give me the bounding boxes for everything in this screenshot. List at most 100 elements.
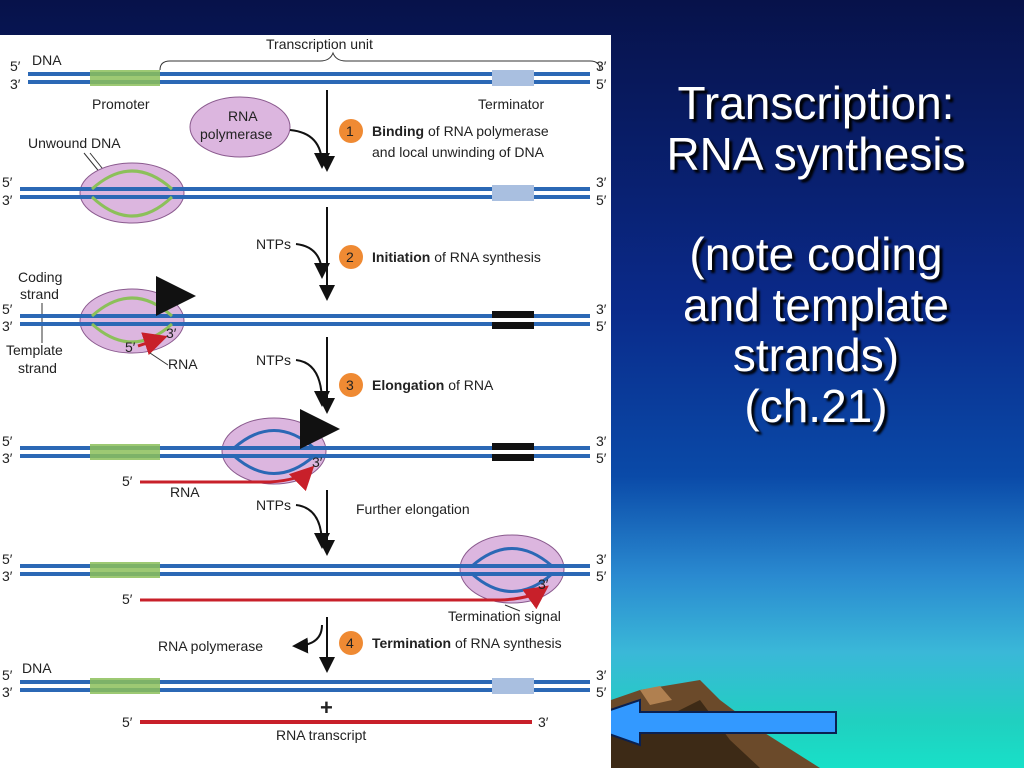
pointer-line — [504, 604, 521, 612]
unwound-bubble — [90, 169, 174, 191]
rna-label: RNA — [168, 356, 198, 372]
three-prime-label: 3′ — [596, 174, 607, 190]
ntp-arrow — [295, 243, 330, 279]
dna-label: DNA — [32, 52, 62, 68]
title-spacer — [616, 179, 1016, 229]
plus-sign: + — [320, 695, 333, 720]
rna-strand — [137, 332, 168, 356]
rna-polymerase-release-label: RNA polymerase — [158, 638, 263, 654]
mountain-highlight — [640, 686, 672, 705]
five-prime-label: 5′ — [122, 714, 133, 730]
promoter-label: Promoter — [92, 96, 150, 112]
unwound-dna-label: Unwound DNA — [28, 135, 121, 151]
three-prime-label: 3′ — [596, 301, 607, 317]
five-prime-label: 5′ — [596, 450, 607, 466]
step-2-number: 2 — [346, 249, 354, 265]
five-prime-label: 5′ — [596, 192, 607, 208]
step-1-text-line2: and local unwinding of DNA — [372, 144, 545, 160]
rna-polymerase — [189, 96, 291, 158]
five-prime-label: 5′ — [596, 568, 607, 584]
step-3-text: Elongation of RNA — [372, 377, 494, 393]
dna-strand-top — [20, 680, 590, 684]
three-prime-label: 3′ — [10, 76, 21, 92]
promoter-region — [90, 562, 160, 578]
step-arrow — [289, 129, 330, 169]
rna-polymerase-label: RNA — [228, 108, 258, 124]
three-prime-label: 3′ — [596, 667, 607, 683]
five-prime-label: 5′ — [596, 76, 607, 92]
rna-transcript-label: RNA transcript — [276, 727, 366, 743]
rna-label: RNA — [170, 484, 200, 500]
template-strand-label: strand — [18, 360, 57, 376]
step-2-badge — [339, 245, 363, 269]
ntps-label: NTPs — [256, 352, 291, 368]
terminator-label: Terminator — [478, 96, 544, 112]
dna-strand-top — [20, 564, 590, 568]
three-prime-label: 3′ — [596, 58, 607, 74]
terminator-gap — [492, 450, 534, 454]
five-prime-label: 5′ — [122, 473, 133, 489]
step-1-badge — [339, 119, 363, 143]
five-prime-label: 5′ — [10, 58, 21, 74]
slide-note: (note coding — [689, 228, 943, 281]
slide-note: strands) — [732, 329, 900, 382]
five-prime-label: 5′ — [2, 174, 13, 190]
slide-note: and template — [683, 278, 949, 331]
coding-strand-label: strand — [20, 286, 59, 302]
step-1-number: 1 — [346, 123, 354, 139]
slide-note: (ch.21) — [744, 379, 888, 432]
five-prime-label: 5′ — [596, 684, 607, 700]
further-elongation-label: Further elongation — [356, 501, 470, 517]
step-3-badge — [339, 373, 363, 397]
three-prime-label: 3′ — [166, 325, 177, 341]
three-prime-label: 3′ — [312, 454, 323, 470]
unwound-bubble — [471, 547, 553, 568]
five-prime-label: 5′ — [2, 551, 13, 567]
dna-label: DNA — [22, 660, 52, 676]
three-prime-label: 3′ — [538, 714, 549, 730]
promoter-region — [90, 70, 160, 86]
three-prime-label: 3′ — [596, 433, 607, 449]
ntps-label: NTPs — [256, 236, 291, 252]
terminator-region — [492, 678, 534, 694]
rna-transcript — [140, 720, 532, 724]
dna-strand-bottom — [20, 454, 590, 458]
slide-title: Transcription: — [677, 77, 955, 129]
dna-strand-bottom — [20, 195, 590, 199]
step-4-number: 4 — [346, 635, 354, 651]
three-prime-label: 3′ — [596, 551, 607, 567]
dna-strand-top — [20, 187, 590, 191]
slide-title: RNA synthesis — [666, 127, 966, 180]
three-prime-label: 3′ — [538, 576, 549, 592]
five-prime-label: 5′ — [122, 591, 133, 607]
five-prime-label: 5′ — [2, 433, 13, 449]
five-prime-label: 5′ — [596, 318, 607, 334]
dna-strand-bottom — [28, 80, 590, 84]
transcription-diagram: Transcription unit 5′ 3′ DNA 3′ 5′ Promo… — [2, 36, 607, 743]
five-prime-label: 5′ — [2, 301, 13, 317]
three-prime-label: 3′ — [2, 318, 13, 334]
unwound-bubble — [471, 572, 553, 593]
step-4-badge — [339, 631, 363, 655]
transcription-figure: Transcription unit 5′ 3′ DNA 3′ 5′ Promo… — [0, 35, 611, 768]
three-prime-label: 3′ — [2, 568, 13, 584]
five-prime-label: 5′ — [125, 339, 136, 355]
terminator-region — [492, 185, 534, 201]
step-4-text: Termination of RNA synthesis — [372, 635, 562, 651]
five-prime-label: 5′ — [2, 667, 13, 683]
three-prime-label: 3′ — [2, 684, 13, 700]
three-prime-label: 3′ — [2, 192, 13, 208]
rna-polymerase-label: polymerase — [200, 126, 273, 142]
pointer-line — [149, 352, 169, 366]
coding-strand-label: Coding — [18, 269, 62, 285]
dna-strand-top — [20, 314, 590, 318]
ntp-arrow — [295, 504, 330, 549]
step-2-text: Initiation of RNA synthesis — [372, 249, 541, 265]
unwound-bubble — [233, 454, 315, 475]
ntps-label: NTPs — [256, 497, 291, 513]
dna-strand-top — [28, 72, 590, 76]
transcription-unit-brace — [159, 51, 601, 71]
dna-strand-bottom — [20, 688, 590, 692]
template-strand-label: Template — [6, 342, 63, 358]
rna-strand — [140, 585, 549, 610]
